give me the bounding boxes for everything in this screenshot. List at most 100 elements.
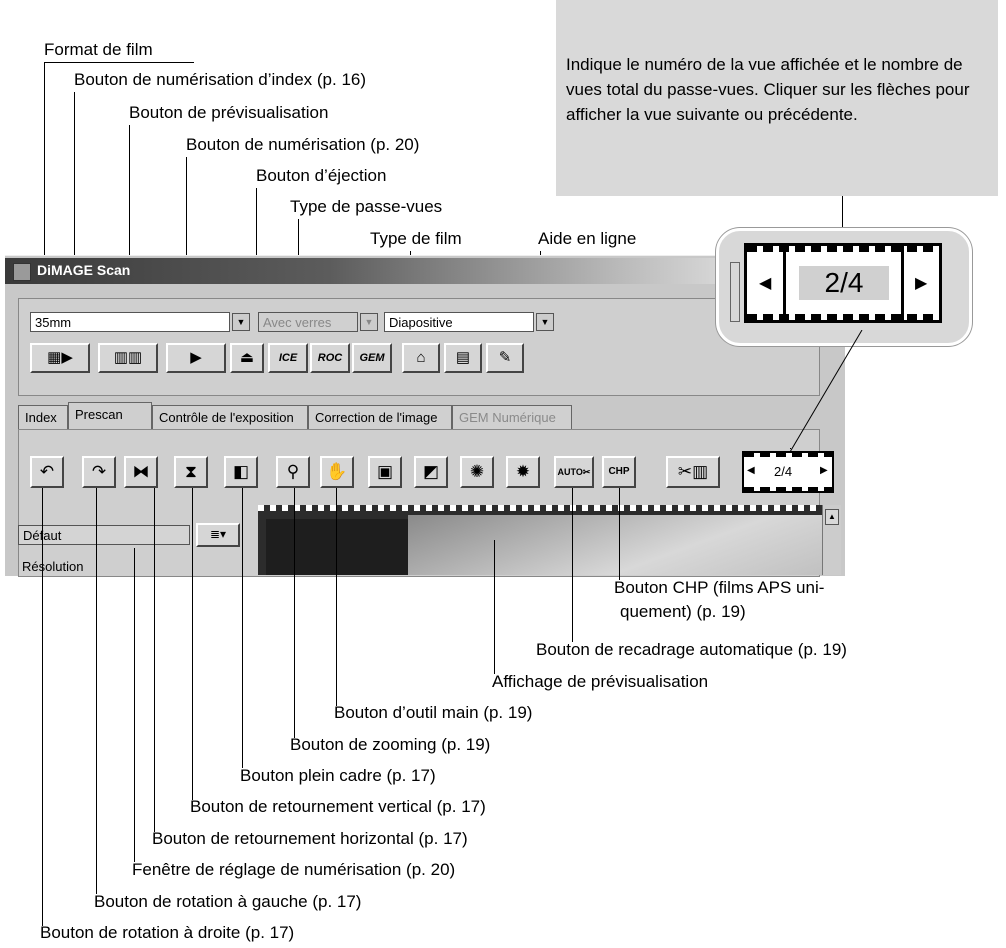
settings-resolution: Résolution — [22, 559, 84, 574]
label-full-frame: Bouton plein cadre (p. 17) — [240, 766, 436, 785]
leader-zoom — [294, 488, 295, 738]
info-callout — [556, 0, 998, 196]
right-divider — [901, 246, 904, 320]
leader-flip-h — [154, 488, 155, 832]
help-button[interactable]: ✎ — [486, 343, 524, 373]
leader-chp — [619, 488, 620, 580]
label-preview-button: Bouton de prévisualisation — [129, 103, 329, 122]
leader-preview-v — [129, 125, 130, 357]
eject-button[interactable]: ⏏ — [230, 343, 264, 373]
callout-text: Indique le numéro de la vue affichée et … — [566, 55, 970, 124]
label-eject-button: Bouton d’éjection — [256, 166, 387, 185]
next-frame-small-icon[interactable]: ▶ — [820, 465, 828, 476]
magnifier-edge — [730, 262, 740, 322]
lock-button[interactable]: ▣ — [368, 456, 402, 488]
gem-button[interactable]: GEM — [352, 343, 392, 373]
label-holder-type: Type de passe-vues — [290, 197, 443, 216]
film-type-dropdown-icon[interactable]: ▼ — [536, 313, 554, 331]
title-bar: DiMAGE Scan — [5, 258, 725, 284]
prev-frame-icon[interactable]: ◀ — [759, 275, 772, 292]
roc-button[interactable]: ROC — [310, 343, 350, 373]
holder-type-select: Avec verres — [258, 312, 358, 332]
flip-vertical-button[interactable]: ⧗ — [174, 456, 208, 488]
label-rotate-right: Bouton de rotation à droite (p. 17) — [40, 923, 295, 942]
film-format-select[interactable]: 35mm — [30, 312, 230, 332]
settings-field[interactable]: Défaut — [18, 525, 190, 545]
settings-menu-button[interactable]: ≣▾ — [196, 523, 240, 547]
lock-exposure-button[interactable]: ◩ — [414, 456, 448, 488]
label-index-scan: Bouton de numérisation d’index (p. 16) — [74, 70, 367, 89]
leader-fullframe — [242, 488, 243, 768]
leader-format-v — [44, 62, 45, 308]
leader-index-v — [74, 92, 75, 356]
auto-crop-label: AUTO — [557, 467, 583, 477]
sprockets-bottom-small — [744, 487, 832, 491]
auto-crop-button[interactable]: AUTO✂ — [554, 456, 594, 488]
preview-button[interactable]: ▶ — [166, 343, 226, 373]
sprockets-top-small — [744, 453, 832, 457]
leader-rotate-left — [96, 488, 97, 894]
preview-roof — [266, 519, 416, 575]
label-film-type: Type de film — [370, 229, 462, 248]
preview-border — [258, 505, 822, 511]
preview-scrollbar[interactable]: ▲ — [822, 505, 841, 575]
window-title: DiMAGE Scan — [37, 262, 131, 278]
tab-digital-gem: GEM Numérique — [452, 405, 572, 429]
crop-index-button[interactable]: ✂▥ — [666, 456, 720, 488]
flip-horizontal-button[interactable]: ⧓ — [124, 456, 158, 488]
leader-rotate-right — [42, 488, 43, 926]
tab-exposure[interactable]: Contrôle de l'exposition — [152, 405, 308, 429]
preview-sky — [408, 515, 822, 575]
hand-tool-button[interactable]: ✋ — [320, 456, 354, 488]
label-format-film: Format de film — [44, 40, 153, 59]
zoom-button[interactable]: ⚲ — [276, 456, 310, 488]
film-type-select[interactable]: Diapositive — [384, 312, 534, 332]
holder-dropdown-icon: ▼ — [360, 313, 378, 331]
label-rotate-left: Bouton de rotation à gauche (p. 17) — [94, 892, 362, 911]
label-chp-line2: quement) (p. 19) — [620, 602, 746, 621]
leader-autocrop — [572, 488, 573, 642]
auto-exposure-button[interactable]: ✺ — [460, 456, 494, 488]
magnifier-pointer-anchor — [790, 448, 791, 449]
settings-button[interactable]: ▤ — [444, 343, 482, 373]
label-chp-line1: Bouton CHP (films APS uni- — [614, 578, 825, 597]
tab-image-correction[interactable]: Correction de l'image — [308, 405, 452, 429]
tab-prescan[interactable]: Prescan — [68, 402, 152, 430]
frame-counter-value: 2/4 — [799, 266, 889, 300]
leader-preview-display — [494, 540, 495, 674]
ice-button[interactable]: ICE — [268, 343, 308, 373]
leader-flip-v — [192, 488, 193, 800]
app-icon — [13, 263, 31, 281]
film-format-dropdown-icon[interactable]: ▼ — [232, 313, 250, 331]
leader-format-h — [44, 62, 194, 63]
prev-frame-small-icon[interactable]: ◀ — [747, 465, 755, 476]
label-flip-horizontal: Bouton de retournement horizontal (p. 17… — [152, 829, 468, 848]
manual-exposure-button[interactable]: ✹ — [506, 456, 540, 488]
preferences-button[interactable]: ⌂ — [402, 343, 440, 373]
sprockets-top-large — [747, 246, 939, 252]
frame-counter-small: ◀ 2/4 ▶ — [742, 451, 834, 493]
callout-leader — [842, 196, 843, 228]
label-scan-button: Bouton de numérisation (p. 20) — [186, 135, 420, 154]
label-auto-crop: Bouton de recadrage automatique (p. 19) — [536, 640, 847, 659]
frame-counter-large: ◀ 2/4 ▶ — [744, 243, 942, 323]
magnifier-pointer — [789, 330, 863, 453]
label-flip-vertical: Bouton de retournement vertical (p. 17) — [190, 797, 486, 816]
index-thumbs-button[interactable]: ▥▥ — [98, 343, 158, 373]
rotate-left-button[interactable]: ↷ — [82, 456, 116, 488]
label-preview-display: Affichage de prévisualisation — [492, 672, 709, 691]
next-frame-icon[interactable]: ▶ — [915, 275, 928, 292]
scroll-up-icon[interactable]: ▲ — [825, 509, 839, 525]
rotate-right-button[interactable]: ↶ — [30, 456, 64, 488]
left-divider — [783, 246, 786, 320]
full-frame-button[interactable]: ◧ — [224, 456, 258, 488]
index-scan-button[interactable]: ▦▶ — [30, 343, 90, 373]
label-hand-tool: Bouton d’outil main (p. 19) — [334, 703, 533, 722]
label-zoom: Bouton de zooming (p. 19) — [290, 735, 491, 754]
tab-index[interactable]: Index — [18, 405, 68, 429]
sprockets-bottom-large — [747, 314, 939, 320]
preview-display — [258, 505, 822, 575]
leader-hand — [336, 488, 337, 706]
label-scan-settings: Fenêtre de réglage de numérisation (p. 2… — [132, 860, 456, 879]
chp-button[interactable]: CHP — [602, 456, 636, 488]
